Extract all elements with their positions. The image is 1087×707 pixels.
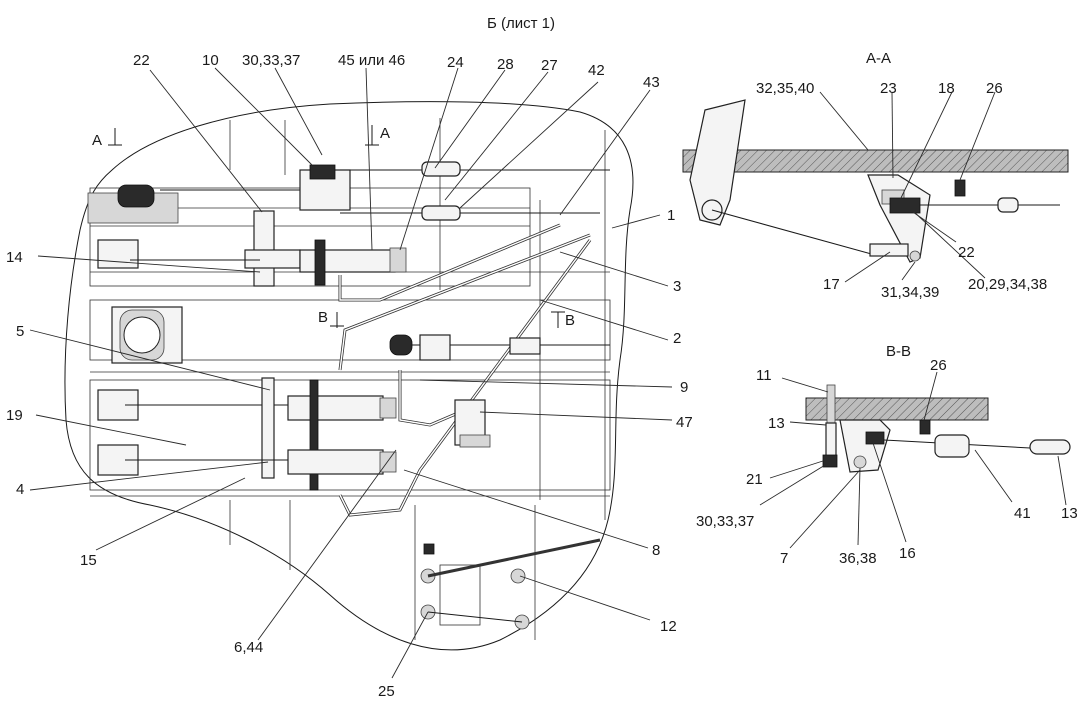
- callout-23: 23: [880, 80, 897, 97]
- callout-24: 24: [447, 54, 464, 71]
- callout-17: 17: [823, 276, 840, 293]
- callout-47: 47: [676, 414, 693, 431]
- main-view: Б (лист 1): [6, 15, 693, 700]
- section-v-v: В-В 11 26 13 21 30,33,37 41 13 7: [696, 343, 1078, 567]
- callout-13-upper: 13: [768, 415, 785, 432]
- callout-22: 22: [958, 244, 975, 261]
- callout-31-34-39: 31,34,39: [881, 284, 939, 301]
- callout-43: 43: [643, 74, 660, 91]
- callout-26: 26: [930, 357, 947, 374]
- cut-mark-v-right: В: [551, 311, 575, 329]
- callout-42: 42: [588, 62, 605, 79]
- callout-21: 21: [746, 471, 763, 488]
- callout-7: 7: [780, 550, 788, 567]
- callout-3: 3: [673, 278, 681, 295]
- section-a-a: А-А 32,35,40 23 18 26 22 17 31,34,39 20,…: [682, 50, 1069, 301]
- callout-32-35-40: 32,35,40: [756, 80, 814, 97]
- callout-11: 11: [756, 367, 772, 384]
- callout-15: 15: [80, 552, 97, 569]
- callout-22: 22: [133, 52, 150, 69]
- callout-13-lower: 13: [1061, 505, 1078, 522]
- callout-8: 8: [652, 542, 660, 559]
- bottom-bracket: [420, 538, 601, 630]
- upper-cable-assembly: [130, 161, 610, 287]
- callout-6-44: 6,44: [234, 639, 263, 656]
- callout-26: 26: [986, 80, 1003, 97]
- svg-text:В: В: [565, 312, 575, 329]
- callout-16: 16: [899, 545, 916, 562]
- brake-pipes: [338, 223, 592, 517]
- svg-text:А: А: [380, 125, 390, 142]
- callout-18: 18: [938, 80, 955, 97]
- svg-text:В: В: [318, 309, 328, 326]
- middle-valve: [389, 334, 610, 448]
- frame-left-blocks: [87, 184, 183, 476]
- callout-27: 27: [541, 57, 558, 74]
- main-leader-lines: [29, 67, 673, 679]
- cut-mark-v-left: В: [318, 309, 344, 328]
- callout-12: 12: [660, 618, 677, 635]
- callout-36-38: 36,38: [839, 550, 877, 567]
- callout-28: 28: [497, 56, 514, 73]
- callout-1: 1: [667, 207, 675, 224]
- main-callouts: 22 10 30,33,37 45 или 46 24 28 27 42 43 …: [6, 52, 693, 700]
- callout-25: 25: [378, 683, 395, 700]
- callout-4: 4: [16, 481, 24, 498]
- callout-45-or-46: 45 или 46: [338, 52, 405, 69]
- svg-text:А: А: [92, 132, 102, 149]
- cut-mark-a-left: А: [92, 128, 122, 149]
- main-view-break-outline: [64, 101, 634, 651]
- section-a-a-title: А-А: [866, 50, 891, 67]
- cut-mark-a-right: А: [365, 125, 390, 146]
- callout-30-33-37: 30,33,37: [696, 513, 754, 530]
- callout-10: 10: [202, 52, 219, 69]
- callout-19: 19: [6, 407, 23, 424]
- callout-5: 5: [16, 323, 24, 340]
- callout-9: 9: [680, 379, 688, 396]
- callout-41: 41: [1014, 505, 1031, 522]
- section-v-v-title: В-В: [886, 343, 911, 360]
- lower-cylinders: [125, 377, 397, 491]
- callout-20-29-34-38: 20,29,34,38: [968, 276, 1047, 293]
- main-view-title: Б (лист 1): [487, 15, 555, 32]
- callout-2: 2: [673, 330, 681, 347]
- callout-30-33-37: 30,33,37: [242, 52, 300, 69]
- callout-14: 14: [6, 249, 23, 266]
